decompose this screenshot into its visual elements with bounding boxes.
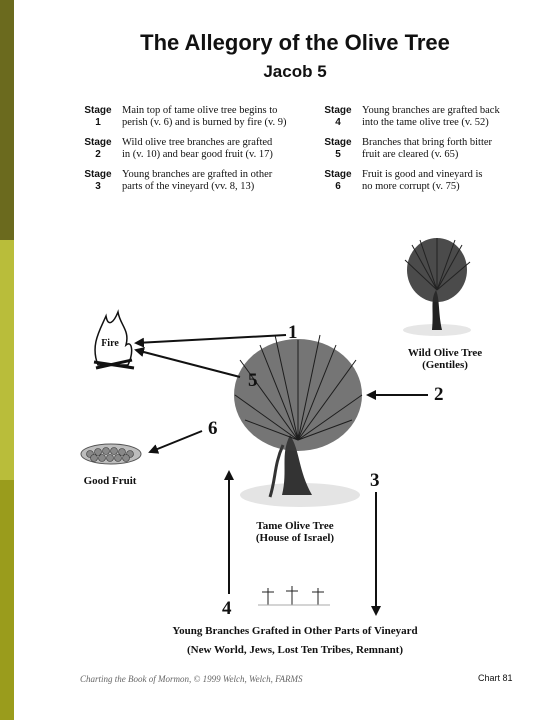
young-branches-label: Young Branches Grafted in Other Parts of… <box>130 625 460 656</box>
stage-number: 6 <box>335 181 341 192</box>
stage-label: Stage <box>84 105 112 116</box>
arrow-number-5: 5 <box>248 370 258 391</box>
stage-label: Stage <box>324 137 352 148</box>
left-band-light <box>0 240 14 480</box>
young-branches-title: Young Branches Grafted in Other Parts of… <box>172 625 418 637</box>
stage-text: Young branches are grafted in other <box>122 169 273 180</box>
stage-text: into the tame olive tree (v. 52) <box>362 117 489 128</box>
stage-text: perish (v. 6) and is burned by fire (v. … <box>122 117 287 128</box>
good-fruit-icon <box>80 443 142 465</box>
good-fruit-label: Good Fruit <box>83 475 137 487</box>
young-branches-subtitle: (New World, Jews, Lost Ten Tribes, Remna… <box>186 644 404 656</box>
wild-olive-tree-title: Wild Olive Tree <box>407 347 483 359</box>
tame-olive-tree-title: Tame Olive Tree <box>256 520 334 532</box>
stage-text: Young branches are grafted back <box>362 105 500 116</box>
wild-olive-tree-label: Wild Olive Tree (Gentiles) <box>385 347 505 371</box>
arrow-number-4: 4 <box>222 598 232 619</box>
stage-text: in (v. 10) and bear good fruit (v. 17) <box>122 149 273 160</box>
fire-icon <box>93 309 135 370</box>
tame-olive-tree-label: Tame Olive Tree (House of Israel) <box>235 520 355 544</box>
chart-number: Chart 81 <box>478 673 513 683</box>
footer-credit: Charting the Book of Mormon, © 1999 Welc… <box>80 674 303 684</box>
stage-label: Stage <box>84 169 112 180</box>
arrow-number-2: 2 <box>434 384 444 405</box>
stage-label: Stage <box>324 105 352 116</box>
page-subtitle: Jacob 5 <box>263 62 327 81</box>
arrow-number-6: 6 <box>208 418 218 439</box>
arrow-number-3: 3 <box>370 470 380 491</box>
stage-text: Branches that bring forth bitter <box>362 137 493 148</box>
stage-text: Fruit is good and vineyard is <box>362 169 483 180</box>
stage-number: 1 <box>95 117 101 128</box>
arrow-1 <box>134 334 287 348</box>
fire-label: Fire <box>101 338 119 349</box>
young-branches-icon <box>258 586 330 606</box>
arrow-number-1: 1 <box>288 322 298 343</box>
stage-text: Main top of tame olive tree begins to <box>122 105 278 116</box>
stage-number: 5 <box>335 149 341 160</box>
page-title: The Allegory of the Olive Tree <box>140 30 450 55</box>
stage-number: 2 <box>95 149 101 160</box>
tame-olive-tree-subtitle: (House of Israel) <box>255 532 335 544</box>
wild-olive-tree-subtitle: (Gentiles) <box>422 359 468 371</box>
stage-text: parts of the vineyard (vv. 8, 13) <box>122 181 255 192</box>
stage-label: Stage <box>324 169 352 180</box>
stage-text: no more corrupt (v. 75) <box>362 181 460 192</box>
left-band-dark <box>0 0 14 240</box>
left-band-mid <box>0 480 14 720</box>
tame-olive-tree-illustration <box>234 334 363 507</box>
stage-text: fruit are cleared (v. 65) <box>362 149 459 160</box>
wild-olive-tree-illustration <box>403 238 471 336</box>
stage-number: 4 <box>335 117 341 128</box>
stage-label: Stage <box>84 137 112 148</box>
stage-text: Wild olive tree branches are grafted <box>122 137 273 148</box>
stage-number: 3 <box>95 181 101 192</box>
arrow-6 <box>148 430 203 454</box>
arrow-5 <box>134 347 241 378</box>
